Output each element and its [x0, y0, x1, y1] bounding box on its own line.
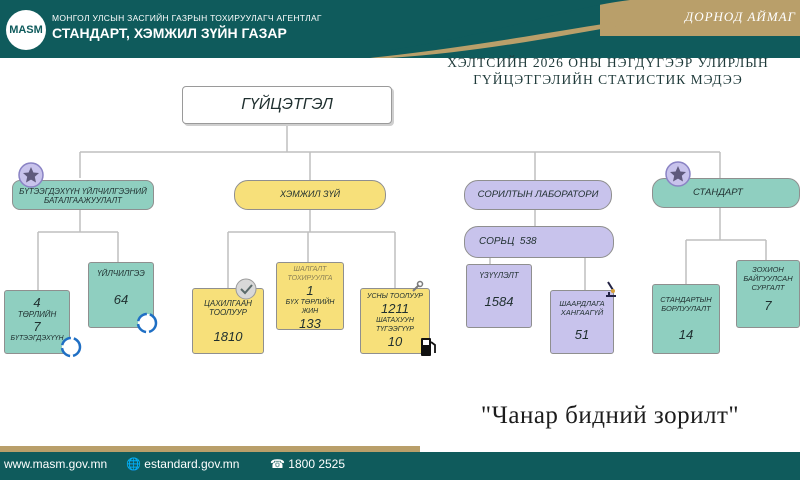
samples-label: СОРЬЦ	[479, 236, 515, 247]
phone-number[interactable]: 1800 2525	[288, 457, 346, 471]
noncompliant-value: 51	[574, 327, 590, 342]
samples-value: 538	[519, 236, 537, 247]
laboratory-label: СОРИЛТЫН ЛАБОРАТОРИ	[477, 189, 599, 200]
fuel-pump-icon	[421, 338, 436, 356]
service-certification-node: ҮЙЛЧИЛГЭЭ 64	[88, 262, 154, 328]
service-seal-icon	[136, 312, 158, 334]
fuel-dispenser-label: ШАТАХУУН ТҮГЭЭГҮҮР	[376, 317, 414, 333]
training-label: ЗОХИОН БАЙГУУЛСАН СУРГАЛТ	[743, 265, 793, 292]
service-label: ҮЙЛЧИЛГЭЭ	[97, 269, 145, 278]
service-count: 64	[113, 292, 129, 307]
water-meter-label: УСНЫ ТООЛУУР	[367, 293, 423, 300]
indicators-node: ҮЗҮҮЛЭЛТ 1584	[466, 264, 532, 328]
water-meter-value: 1211	[381, 301, 409, 316]
report-title-line1: ХЭЛТСИЙН 2026 ОНЫ НЭГДҮГЭЭР УЛИРЛЫН	[447, 55, 769, 70]
all-types-weight-value: 133	[299, 316, 321, 331]
microscope-icon	[606, 281, 616, 297]
electric-meter-node: ЦАХИЛГААН ТООЛУУР 1810	[192, 288, 264, 354]
website-link[interactable]: www.masm.gov.mn	[4, 457, 108, 471]
wrench-icon	[412, 280, 424, 292]
agency-logo[interactable]: MASM	[6, 10, 46, 50]
footer-bar	[0, 452, 800, 480]
header-wave	[330, 0, 630, 58]
motto: "Чанар бидний зорилт"	[480, 402, 740, 429]
root-node: ГҮЙЦЭТГЭЛ	[182, 86, 392, 124]
portal-link[interactable]: estandard.gov.mn	[144, 457, 240, 471]
noncompliant-label: ШААРДЛАГА ХАНГААГҮЙ	[559, 299, 605, 317]
footer-gold-stripe	[0, 446, 420, 452]
products-label: БҮТЭЭГДЭХҮҮН	[10, 335, 64, 342]
indicators-label: ҮЗҮҮЛЭЛТ	[479, 271, 519, 280]
all-types-weight-label: БҮХ ТӨРЛИЙН ЖИН	[285, 299, 335, 315]
globe-icon: 🌐	[126, 457, 141, 471]
phone-icon: ☎	[270, 457, 285, 471]
logo-text: MASM	[9, 24, 43, 36]
standard-distribution-node: СТАНДАРТЫН БОРЛУУЛАЛТ 14	[652, 284, 720, 354]
product-types-count: 4	[33, 295, 41, 310]
checkmark-icon	[235, 278, 257, 300]
star-badge-icon-2	[665, 161, 691, 187]
verification-label: ШАЛГАЛТ ТОХИРУУЛГА	[287, 266, 333, 282]
agency-name-line2: СТАНДАРТ, ХЭМЖИЛ ЗҮЙН ГАЗАР	[52, 25, 287, 41]
fuel-dispenser-value: 10	[387, 334, 403, 349]
laboratory-node: СОРИЛТЫН ЛАБОРАТОРИ	[464, 180, 612, 210]
report-title-line2: ГҮЙЦЭТГЭЛИЙН СТАТИСТИК МЭДЭЭ	[473, 72, 743, 87]
certification-label: БҮТЭЭГДЭХҮҮН ҮЙЛЧИЛГЭЭНИЙ БАТАЛГААЖУУЛАЛ…	[19, 187, 147, 205]
training-node: ЗОХИОН БАЙГУУЛСАН СУРГАЛТ 7	[736, 260, 800, 328]
metrology-label: ХЭМЖИЛ ЗҮЙ	[279, 189, 341, 199]
samples-node: СОРЬЦ 538	[464, 226, 614, 258]
header-gold-band	[600, 0, 800, 36]
province-name: ДОРНОД АЙМАГ	[684, 9, 796, 24]
footer-website[interactable]: www.masm.gov.mn	[4, 457, 107, 471]
noncompliant-node: ШААРДЛАГА ХАНГААГҮЙ 51	[550, 290, 614, 354]
standard-distribution-value: 14	[678, 327, 694, 342]
electric-meter-value: 1810	[213, 329, 243, 344]
footer-phone[interactable]: ☎ 1800 2525	[270, 457, 345, 471]
product-types-label: ТӨРЛИЙН	[17, 310, 57, 319]
standard-label: СТАНДАРТ	[693, 187, 743, 198]
standard-distribution-label: СТАНДАРТЫН БОРЛУУЛАЛТ	[660, 295, 712, 313]
electric-meter-label: ЦАХИЛГААН ТООЛУУР	[204, 299, 252, 317]
water-meter-node: УСНЫ ТООЛУУР 1211 ШАТАХУУН ТҮГЭЭГҮҮР 10	[360, 288, 430, 354]
indicators-value: 1584	[484, 294, 514, 309]
footer-portal[interactable]: 🌐 estandard.gov.mn	[126, 457, 239, 471]
certified-seal-icon	[60, 336, 82, 358]
verification-count: 1	[306, 283, 314, 298]
verification-node: ШАЛГАЛТ ТОХИРУУЛГА 1 БҮХ ТӨРЛИЙН ЖИН 133	[276, 262, 344, 331]
metrology-node: ХЭМЖИЛ ЗҮЙ	[234, 180, 386, 210]
product-certification-node: 4 ТӨРЛИЙН 7 БҮТЭЭГДЭХҮҮН	[4, 290, 70, 354]
training-value: 7	[764, 298, 772, 313]
agency-name-line1: МОНГОЛ УЛСЫН ЗАСГИЙН ГАЗРЫН ТОХИРУУЛАГЧ …	[52, 13, 322, 23]
products-count: 7	[33, 319, 41, 334]
star-badge-icon	[18, 162, 44, 188]
report-title: ХЭЛТСИЙН 2026 ОНЫ НЭГДҮГЭЭР УЛИРЛЫН ГҮЙЦ…	[420, 54, 796, 88]
